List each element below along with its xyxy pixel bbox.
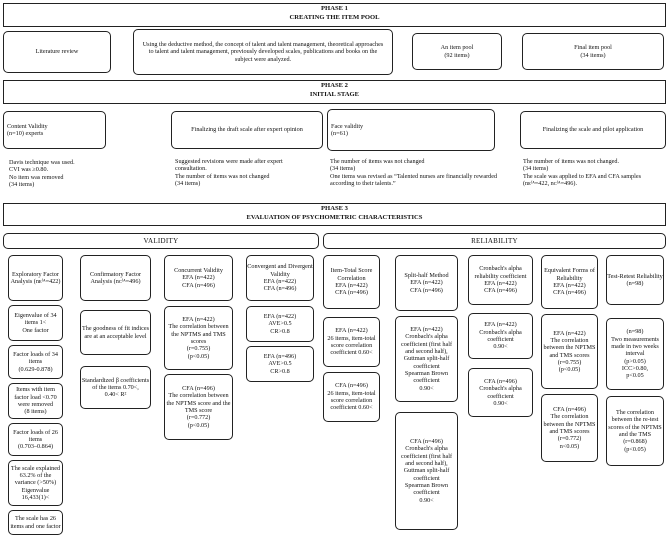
phase2-header: PHASE 2 INITIAL STAGE bbox=[3, 80, 666, 104]
split-half-efa-box: EFA (n=422) Cronbach's alpha coefficient… bbox=[395, 316, 458, 402]
deductive-method-box: Using the deductive method, the concept … bbox=[133, 29, 393, 75]
efa-loads34-box: Factor loads of 34 items (0.629-0.878) bbox=[8, 345, 63, 379]
equivalent-title-box: Equivalent Forms of Reliability EFA (n=4… bbox=[541, 255, 598, 309]
cfa-fit-box: The goodness of fit indices are at an ac… bbox=[80, 310, 151, 355]
final-item-pool-box: Final item pool (34 items) bbox=[522, 33, 664, 70]
concurrent-cfa-box: CFA (n=496) The correlation between the … bbox=[164, 374, 233, 440]
face-validity-notes: The number of items was not changed (34 … bbox=[330, 158, 498, 188]
equivalent-cfa-box: CFA (n=496) The correlation between the … bbox=[541, 394, 598, 462]
item-pool-box: An item pool (92 items) bbox=[412, 33, 502, 70]
cfa-title-box: Confirmatory Factor Analysis (nᴄᶠᴬ=496) bbox=[80, 255, 151, 301]
efa-loads26-box: Factor loads of 26 items (0.703–0.864) bbox=[8, 423, 63, 456]
convergent-title-box: Convergent and Divergent Validity EFA (n… bbox=[246, 255, 314, 301]
item-total-efa-box: EFA (n=422) 26 items, item-total score c… bbox=[323, 317, 380, 367]
content-validity-box: Content Validity (n=10) experts bbox=[3, 111, 106, 149]
efa-final-box: The scale has 26 items and one factor bbox=[8, 510, 63, 535]
content-validity-notes: Davis technique was used. CVI was ≥0.80.… bbox=[9, 159, 75, 189]
convergent-efa-box: EFA (n=422) AVE>0.5 CR>0.8 bbox=[246, 306, 314, 342]
convergent-cfa-box: EFA (n=496) AVE>0.5 CR>0.8 bbox=[246, 346, 314, 382]
pilot-application-box: Finalizing the scale and pilot applicati… bbox=[520, 111, 666, 149]
reliability-header: RELIABILITY bbox=[323, 233, 666, 249]
validity-header: VALIDITY bbox=[3, 233, 319, 249]
concurrent-efa-box: EFA (n=422) The correlation between the … bbox=[164, 306, 233, 370]
pilot-application-notes: The number of items was not changed. (34… bbox=[523, 158, 641, 188]
item-total-title-box: Item-Total Score Correlation EFA (n=422)… bbox=[323, 255, 380, 309]
alpha-title-box: Cronbach's alpha reliability coefficient… bbox=[468, 255, 533, 305]
split-half-title-box: Split-half Method EFA (n=422) CFA (n=496… bbox=[395, 255, 458, 311]
alpha-cfa-box: CFA (n=496) Cronbach's alpha coefficient… bbox=[468, 368, 533, 417]
efa-title-box: Exploratory Factor Analysis (nᴇᶠᴬ=422) bbox=[8, 255, 63, 301]
efa-eigenvalue-box: Eigenvalue of 34 items 1< One factor bbox=[8, 305, 63, 341]
retest-measure-box: (n=98) Two measurements made in two week… bbox=[606, 318, 664, 390]
concurrent-title-box: Concurrent Validity EFA (n=422) CFA (n=4… bbox=[164, 255, 233, 301]
alpha-efa-box: EFA (n=422) Cronbach's alpha coefficient… bbox=[468, 313, 533, 359]
efa-removed-box: Items with item factor load <0.70 were r… bbox=[8, 383, 63, 419]
cfa-beta-box: Standardized β coefficients of the items… bbox=[80, 366, 151, 409]
retest-title-box: Test-Retest Reliability (n=98) bbox=[606, 255, 664, 305]
item-total-cfa-box: CFA (n=496) 26 items, item-total score c… bbox=[323, 372, 380, 422]
literature-review-box: Literature review bbox=[3, 31, 111, 73]
equivalent-efa-box: EFA (n=422) The correlation between the … bbox=[541, 314, 598, 389]
retest-correlation-box: The correlation between the re-test scor… bbox=[606, 396, 664, 466]
split-half-cfa-box: CFA (n=496) Cronbach's alpha coefficient… bbox=[395, 412, 458, 530]
phase1-header: PHASE 1 CREATING THE ITEM POOL bbox=[3, 3, 666, 27]
efa-variance-box: The scale explained 63.2% of the varianc… bbox=[8, 460, 63, 506]
phase3-header: PHASE 3 EVALUATION OF PSYCHOMETRIC CHARA… bbox=[3, 203, 666, 226]
draft-scale-notes: Suggested revisions were made after expe… bbox=[175, 158, 283, 188]
draft-scale-box: Finalizing the draft scale after expert … bbox=[171, 111, 323, 149]
face-validity-box: Face validity (n=61) bbox=[327, 109, 495, 151]
